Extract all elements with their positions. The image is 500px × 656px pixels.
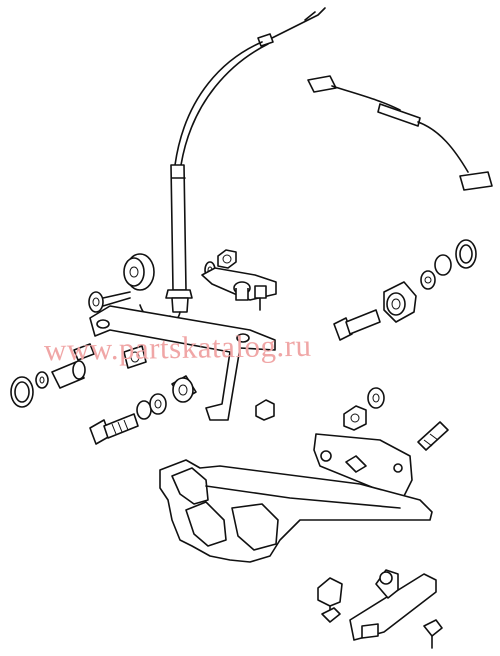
- stud: [417, 421, 449, 451]
- lever: [89, 305, 276, 421]
- sensor-lead-wire: [307, 75, 493, 191]
- collar: [171, 375, 197, 403]
- cable-joint: [383, 281, 417, 323]
- spring-washer: [367, 387, 385, 409]
- cable-clamp: [255, 399, 275, 421]
- bolt: [89, 413, 139, 445]
- circlip: [455, 239, 477, 269]
- collar: [51, 360, 86, 389]
- link-rod: [201, 267, 277, 311]
- circlip: [10, 376, 34, 408]
- spring-washer: [136, 393, 167, 420]
- spring-washer: [35, 371, 49, 389]
- bushing: [73, 343, 147, 369]
- bolt: [333, 309, 381, 341]
- clip-holder: [317, 569, 437, 641]
- spring-washer: [420, 254, 452, 290]
- tilt-support: [159, 459, 433, 563]
- throttle-cable: [149, 7, 326, 327]
- screw: [321, 607, 443, 649]
- nut: [217, 249, 237, 269]
- rubber-grommet: [123, 253, 155, 291]
- nut: [343, 405, 367, 431]
